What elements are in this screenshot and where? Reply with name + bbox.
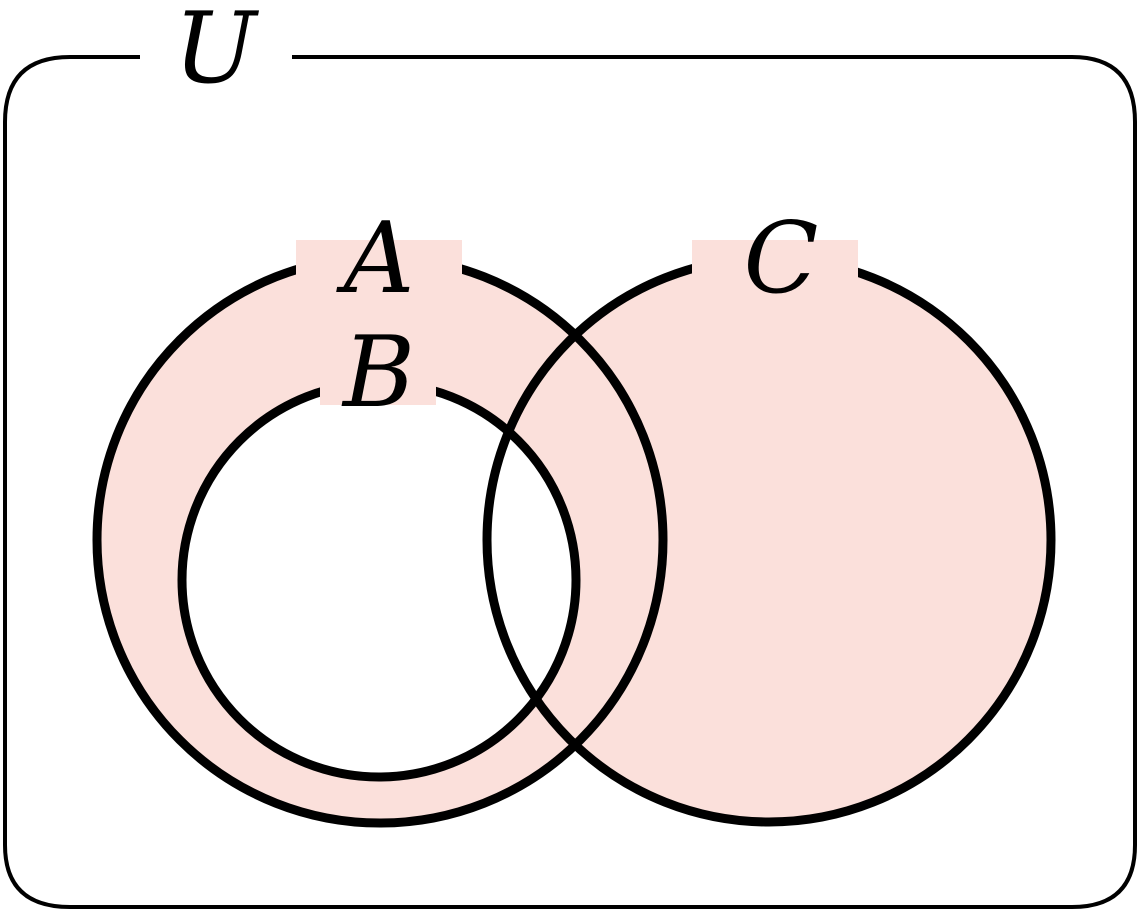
universe-label: U (174, 0, 260, 106)
universe-frame (3, 55, 1137, 909)
b-interior (182, 383, 576, 777)
set-c-label: C (744, 202, 819, 316)
label-gap-a (296, 240, 462, 290)
unshaded-b (182, 383, 576, 777)
label-gap-c (692, 240, 858, 290)
set-b-label: B (341, 316, 415, 430)
label-gap-b (320, 355, 436, 405)
set-a-label: A (336, 202, 415, 316)
